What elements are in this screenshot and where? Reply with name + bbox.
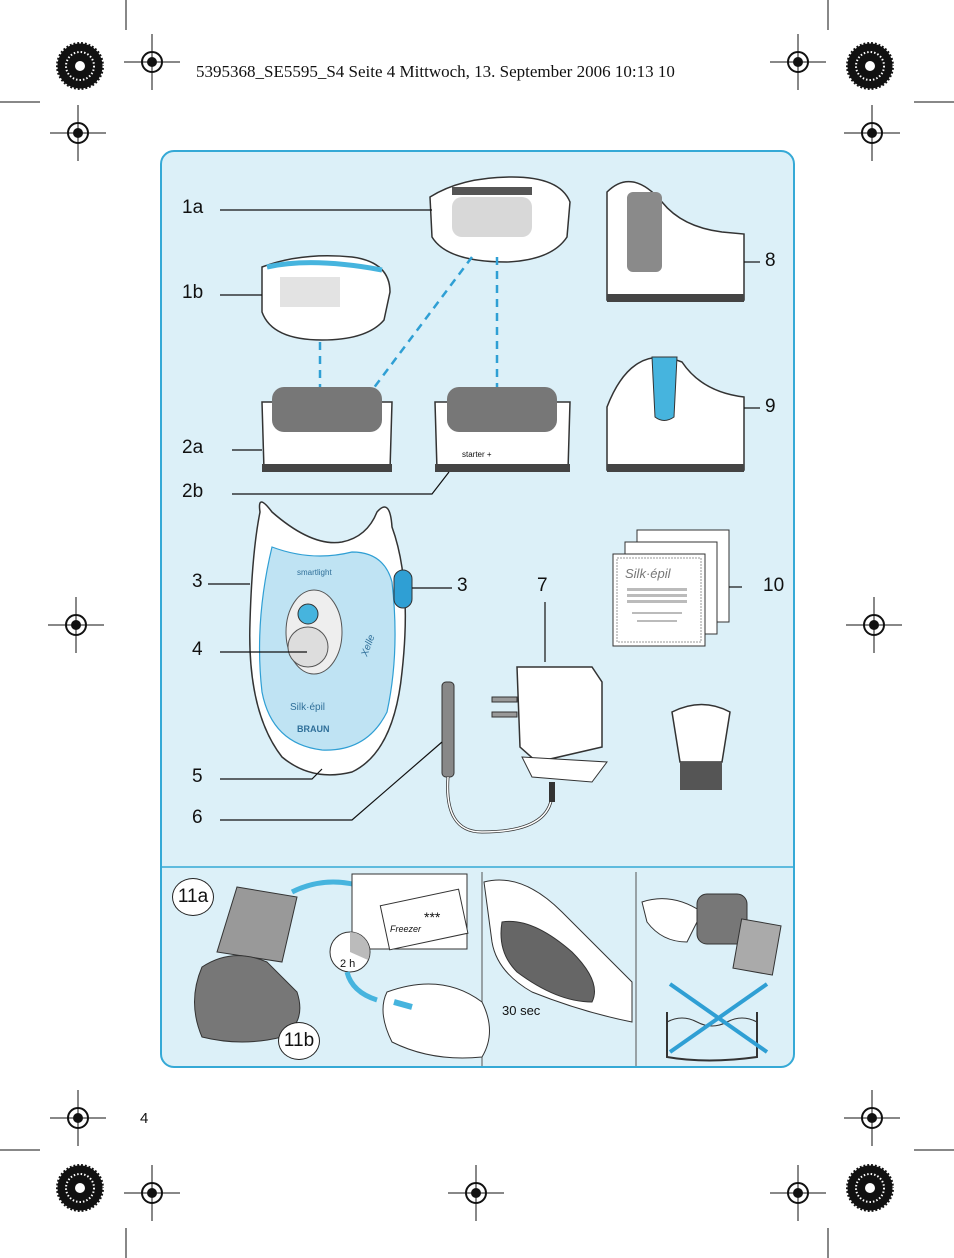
freezer-stars: *** — [424, 909, 441, 925]
cleaning-brush-illustration — [671, 703, 731, 790]
label-11a: 11a — [172, 878, 214, 916]
label-4: 4 — [192, 639, 203, 660]
silkepil-text: Silk·épil — [290, 702, 325, 713]
two-hours-text: 2 h — [340, 958, 355, 970]
braun-logo-text: BRAUN — [297, 724, 330, 734]
starter-text: starter + — [462, 450, 492, 459]
label-9: 9 — [765, 396, 776, 417]
epilation-head-2b-illustration: starter + — [434, 387, 571, 472]
smartlight-text: smartlight — [297, 568, 332, 577]
page-number: 4 — [140, 1110, 149, 1127]
label-1a: 1a — [182, 197, 204, 218]
illustration-panel: starter + smartlight Xelle Silk·épil BRA… — [160, 150, 795, 1068]
label-8: 8 — [765, 250, 776, 271]
label-6: 6 — [192, 807, 203, 828]
label-5: 5 — [192, 766, 203, 787]
label-2b: 2b — [182, 481, 204, 502]
label-1b: 1b — [182, 282, 204, 303]
washing-instructions-illustration — [641, 893, 782, 1062]
freezer-text: Freezer — [390, 924, 422, 934]
power-adapter-illustration — [491, 666, 608, 802]
epilator-body-illustration: smartlight Xelle Silk·épil BRAUN — [249, 501, 413, 776]
label-7: 7 — [537, 575, 548, 596]
label-3-left: 3 — [192, 571, 203, 592]
print-header: 5395368_SE5595_S4 Seite 4 Mittwoch, 13. … — [196, 62, 675, 81]
label-2a: 2a — [182, 437, 204, 458]
thirty-sec-text: 30 sec — [502, 1003, 541, 1018]
label-10: 10 — [763, 575, 785, 596]
efficiency-cap-illustration — [429, 176, 571, 263]
label-3-right: 3 — [457, 575, 468, 596]
card-brand-text: Silk·épil — [625, 566, 672, 581]
shaver-head-illustration — [606, 180, 745, 302]
trimmer-cap-illustration — [606, 356, 745, 472]
label-11b: 11b — [278, 1022, 320, 1060]
cooling-application-illustration: 30 sec — [483, 879, 633, 1023]
cooling-pack-illustration: Freezer *** 2 h — [194, 873, 490, 1059]
epilation-head-2a-illustration — [261, 387, 393, 472]
product-illustrations: starter + smartlight Xelle Silk·épil BRA… — [162, 176, 793, 1066]
cord-illustration — [441, 681, 554, 834]
massage-cap-illustration — [261, 255, 391, 341]
cloth-sachets-illustration: Silk·épil — [612, 529, 730, 647]
